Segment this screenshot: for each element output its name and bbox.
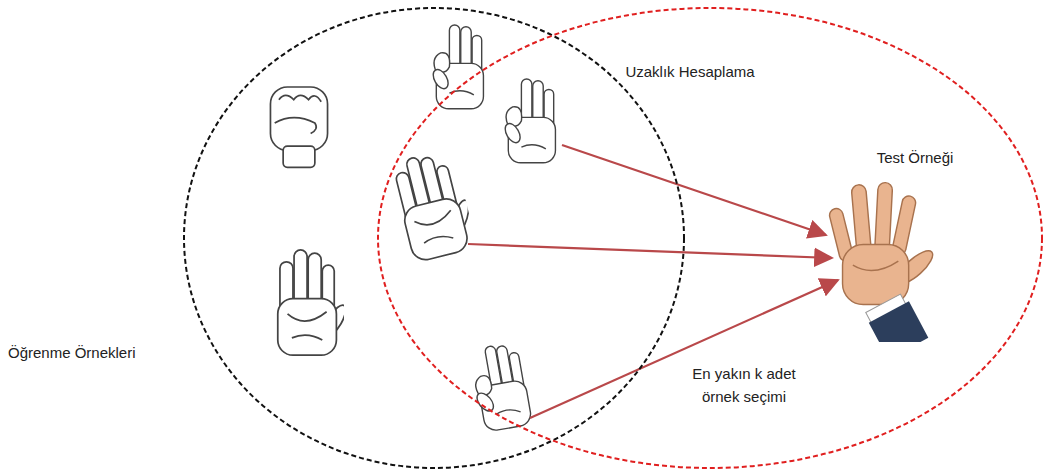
nearest-arrow [468,244,832,258]
training-set-ellipse [182,6,686,470]
bent-hand [390,147,482,263]
annotation-label: En yakın k adet örnek seçimi [676,362,812,409]
pinch-hand [465,341,532,433]
dashed-outline [184,8,684,468]
nearest-arrow [530,280,838,418]
dashed-outline [378,8,1042,468]
open-hand [278,250,350,355]
node-label: Test Örneği [840,148,990,168]
training-set-ellipse: Öğrenme Örnekleri [182,6,686,470]
node-label: Uzaklık Hesaplama [585,62,795,82]
test-hand [828,182,937,359]
three-finger-hand [430,25,483,109]
three-finger-hand [502,79,555,163]
node-label: Öğrenme Örnekleri [8,343,180,363]
test-sample-node: Test Örneği [840,146,990,176]
nearest-arrow [562,145,826,235]
fist-hand [270,87,327,167]
